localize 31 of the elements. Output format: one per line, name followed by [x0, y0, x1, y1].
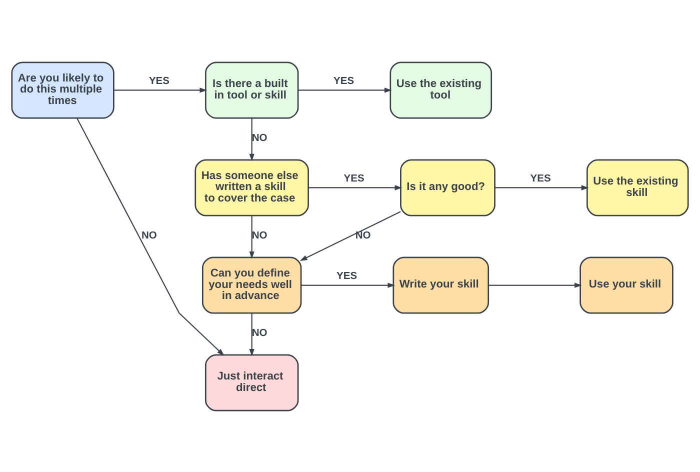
- node-box: Just interact direct: [204, 354, 299, 411]
- edge-label: NO: [141, 230, 157, 241]
- node-box: Has someone else written a skill to cover the case: [194, 158, 309, 216]
- edge-label: YES: [334, 75, 354, 86]
- edge-label: YES: [344, 172, 364, 184]
- node-box: Use the existing tool: [390, 61, 492, 118]
- edge-label: NO: [252, 132, 268, 144]
- arrow: [76, 117, 224, 356]
- arrow: [249, 312, 254, 356]
- node-box: Can you define your needs well in advance: [202, 256, 302, 314]
- arrow: [298, 87, 392, 92]
- node-box: Write your skill: [392, 256, 490, 314]
- edge-label: YES: [530, 172, 551, 184]
- arrow: [249, 215, 254, 258]
- edge-label: NO: [355, 230, 371, 241]
- edge-label: NO: [252, 230, 268, 241]
- edge-label: YES: [148, 75, 170, 86]
- node-box: Use your skill: [580, 256, 674, 314]
- arrow: [114, 87, 208, 92]
- node-box: Use the existing skill: [586, 158, 689, 216]
- edge-label: NO: [252, 327, 268, 338]
- node-box: Are you likely to do this multiple times: [11, 61, 114, 118]
- edge-label: YES: [336, 270, 358, 282]
- arrow: [301, 282, 396, 288]
- arrow: [494, 184, 589, 190]
- arrow: [488, 282, 582, 288]
- arrow: [308, 184, 402, 190]
- node-box: Is there a built in tool or skill: [204, 61, 299, 118]
- node-box: Is it any good?: [400, 158, 496, 216]
- arrow: [249, 118, 254, 161]
- arrow: [300, 210, 401, 260]
